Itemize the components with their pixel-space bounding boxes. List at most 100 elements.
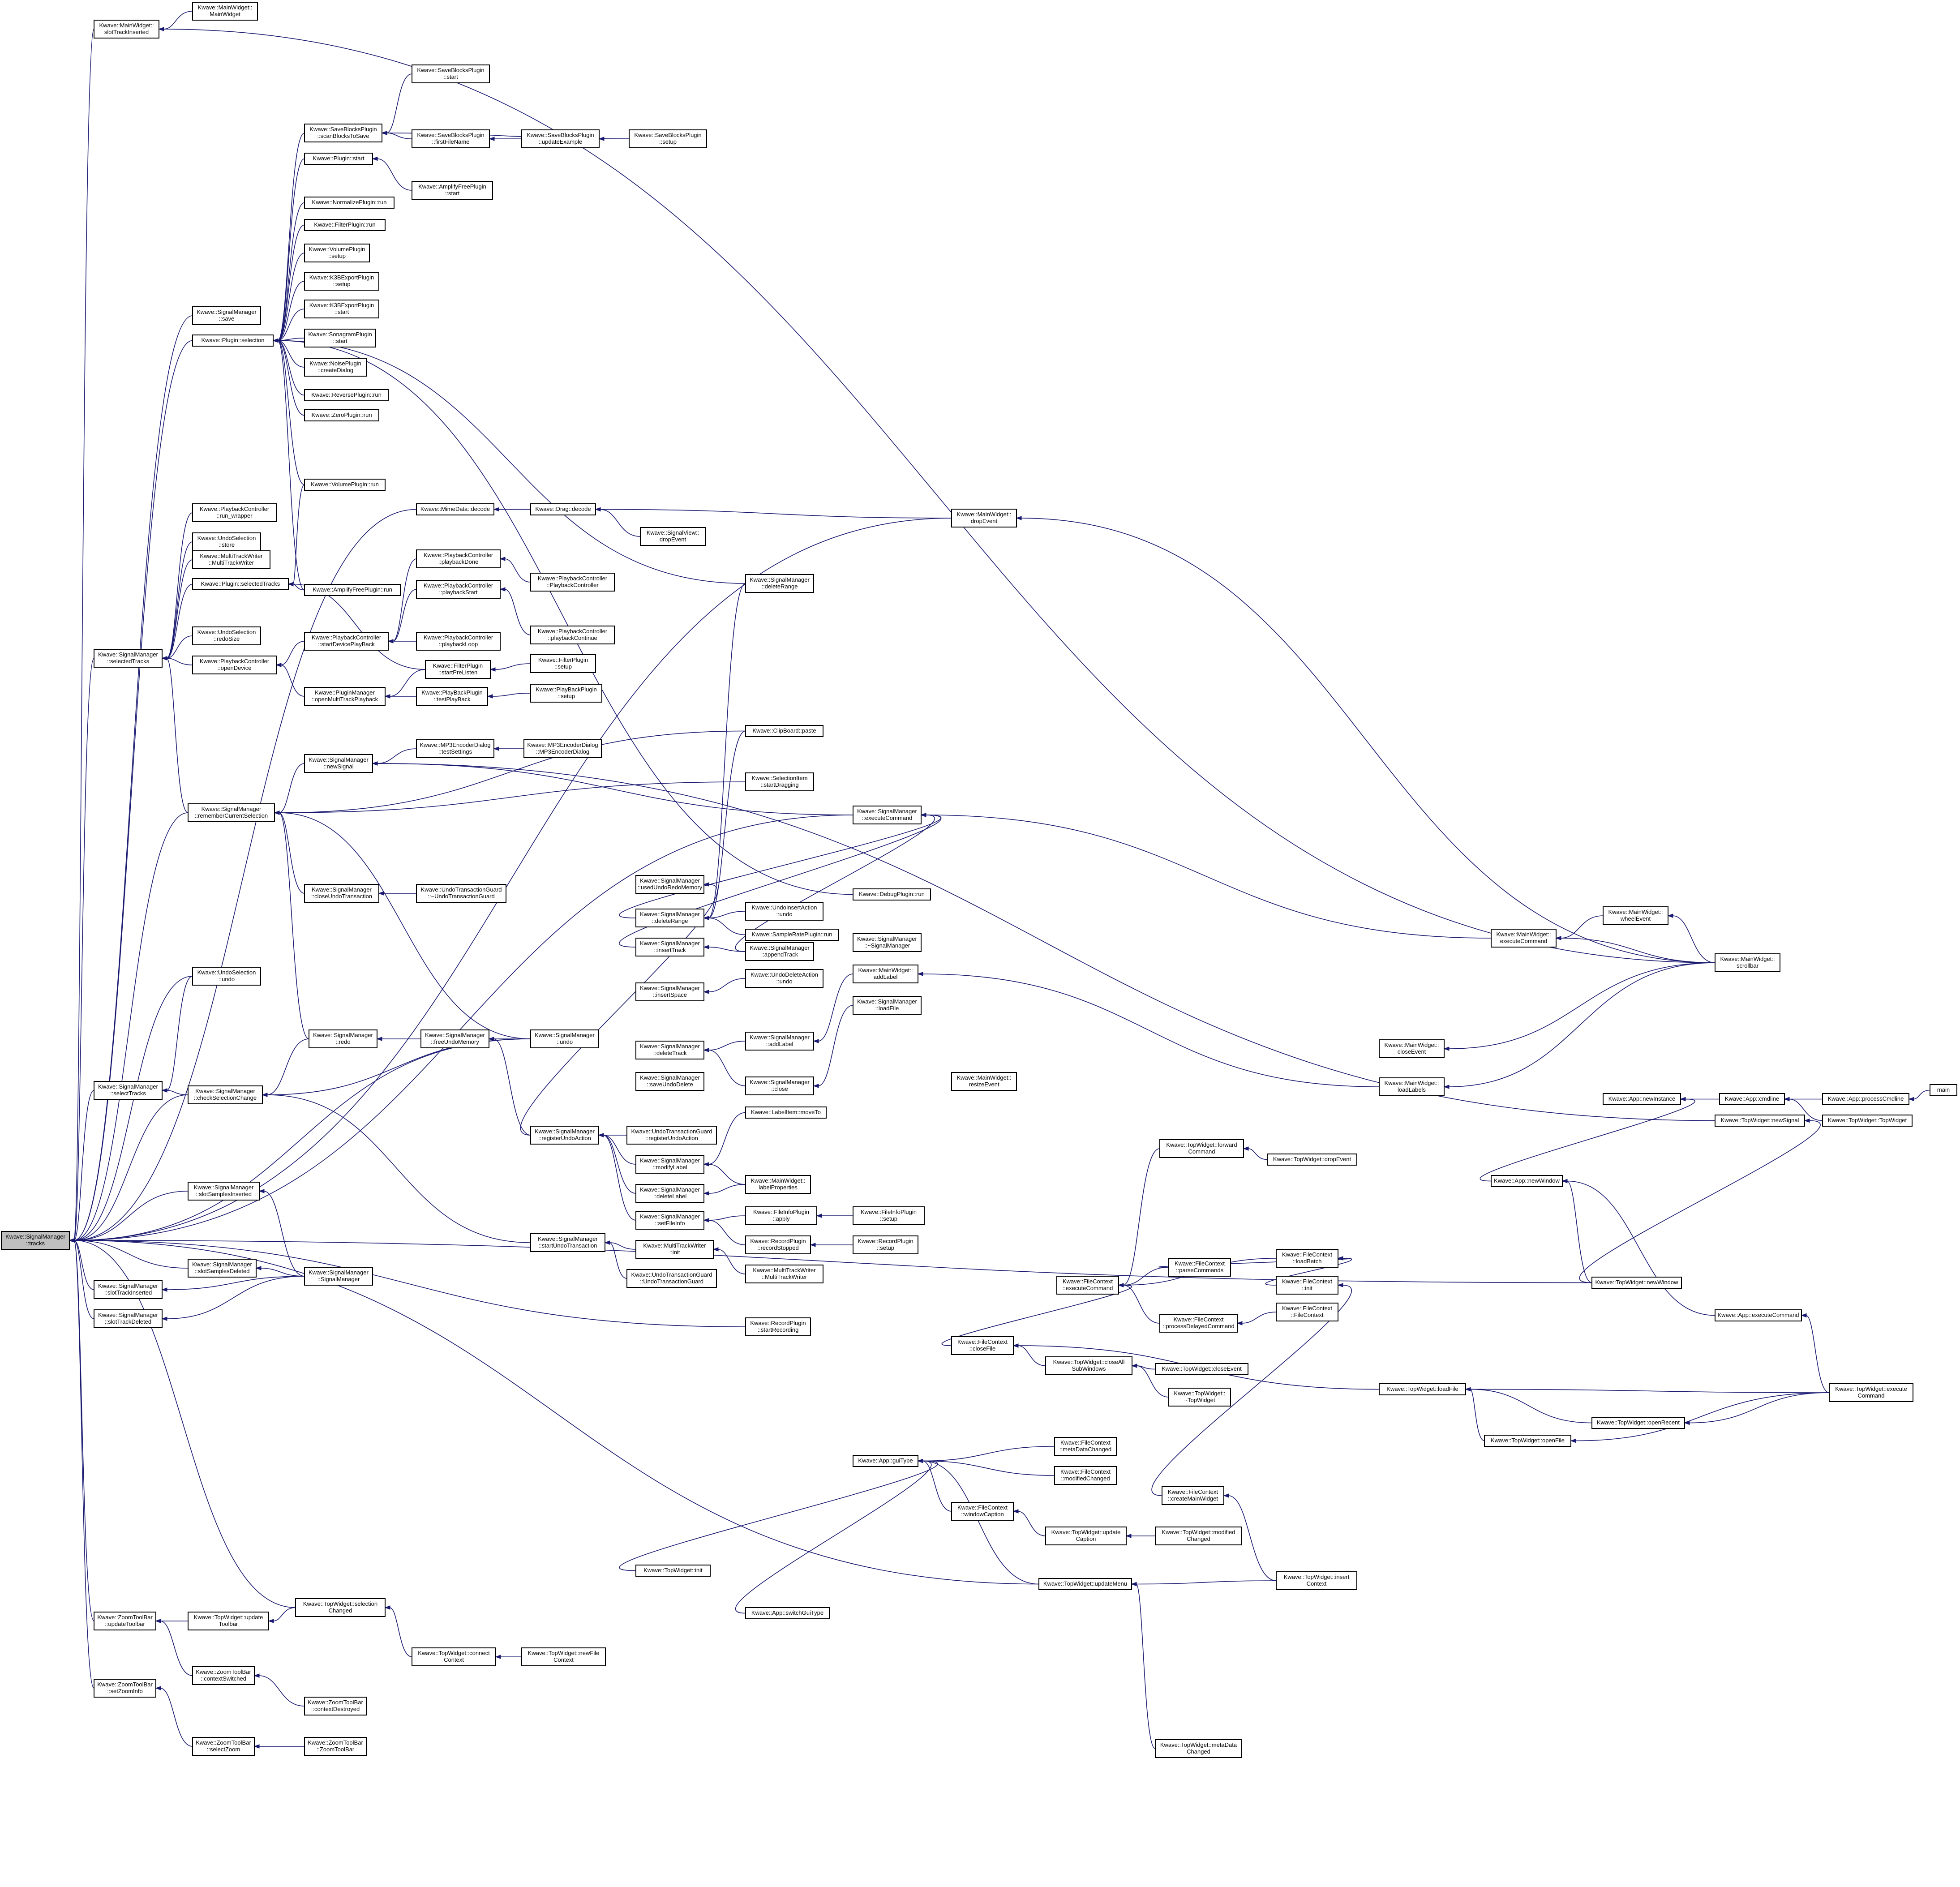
node-sm-deleteRange-top[interactable]: Kwave::SignalManager::deleteRange xyxy=(745,574,814,593)
node-pc-playbackContinue[interactable]: Kwave::PlaybackController::playbackConti… xyxy=(530,626,615,644)
node-sv-dropEvent[interactable]: Kwave::SignalView::dropEvent xyxy=(640,527,706,546)
node-tw-newSignal[interactable]: Kwave::TopWidget::newSignal xyxy=(1715,1115,1805,1127)
node-mw-resizeEvent[interactable]: Kwave::MainWidget::resizeEvent xyxy=(951,1072,1017,1091)
node-clipboard-paste[interactable]: Kwave::ClipBoard::paste xyxy=(745,725,823,737)
node-app-processCmdline[interactable]: Kwave::App::processCmdline xyxy=(1822,1093,1909,1105)
node-sm-deleteRange[interactable]: Kwave::SignalManager::deleteRange xyxy=(635,909,704,927)
node-pc-startDevicePlayBack[interactable]: Kwave::PlaybackController::startDevicePl… xyxy=(304,632,389,651)
node-mw-addLabel[interactable]: Kwave::MainWidget::addLabel xyxy=(853,965,918,983)
node-fc-windowCaption[interactable]: Kwave::FileContext::windowCaption xyxy=(951,1502,1014,1521)
node-tw-dtor[interactable]: Kwave::TopWidget::~TopWidget xyxy=(1168,1388,1231,1407)
node-tw-updateToolbar[interactable]: Kwave::TopWidget::updateToolbar xyxy=(188,1612,269,1630)
node-sm-saveUndoDelete[interactable]: Kwave::SignalManager::saveUndoDelete xyxy=(635,1072,704,1091)
node-ztb-selectZoom[interactable]: Kwave::ZoomToolBar::selectZoom xyxy=(192,1737,255,1756)
node-normalize-run[interactable]: Kwave::NormalizePlugin::run xyxy=(304,197,395,209)
node-tw-modifiedChanged[interactable]: Kwave::TopWidget::modifiedChanged xyxy=(1155,1527,1242,1545)
node-mw-labelProperties[interactable]: Kwave::MainWidget::labelProperties xyxy=(745,1175,811,1194)
node-fc-parseCommands[interactable]: Kwave::FileContext::parseCommands xyxy=(1168,1258,1231,1277)
node-ztb-contextDestroyed[interactable]: Kwave::ZoomToolBar::contextDestroyed xyxy=(304,1697,367,1715)
node-debug-run[interactable]: Kwave::DebugPlugin::run xyxy=(853,888,931,901)
node-uia-undo[interactable]: Kwave::UndoInsertAction::undo xyxy=(745,902,823,921)
node-mp3-testSettings[interactable]: Kwave::MP3EncoderDialog::testSettings xyxy=(416,739,494,758)
node-sm-deleteLabel[interactable]: Kwave::SignalManager::deleteLabel xyxy=(635,1184,704,1203)
node-tw-executeCommand[interactable]: Kwave::TopWidget::executeCommand xyxy=(1829,1383,1913,1402)
node-sm-loadFile[interactable]: Kwave::SignalManager::loadFile xyxy=(853,996,922,1015)
node-ztb-updateToolbar[interactable]: Kwave::ZoomToolBar::updateToolbar xyxy=(94,1612,156,1630)
node-tw-metaDataChanged[interactable]: Kwave::TopWidget::metaDataChanged xyxy=(1155,1739,1242,1758)
node-sm-redo[interactable]: Kwave::SignalManager::redo xyxy=(309,1029,377,1048)
node-sm-SignalManager[interactable]: Kwave::SignalManager::SignalManager xyxy=(304,1267,373,1286)
node-sm-slotTrackInserted[interactable]: Kwave::SignalManager::slotTrackInserted xyxy=(94,1280,163,1299)
node-pc-playbackLoop[interactable]: Kwave::PlaybackController::playbackLoop xyxy=(416,632,501,651)
node-rp-recordStopped[interactable]: Kwave::RecordPlugin::recordStopped xyxy=(745,1235,811,1254)
node-sm-insertTrack[interactable]: Kwave::SignalManager::insertTrack xyxy=(635,938,704,956)
node-mw-scrollbar[interactable]: Kwave::MainWidget::scrollbar xyxy=(1715,953,1780,972)
node-plugin-selection[interactable]: Kwave::Plugin::selection xyxy=(192,335,274,347)
node-pc-playbackStart[interactable]: Kwave::PlaybackController::playbackStart xyxy=(416,580,501,599)
node-rp-setup[interactable]: Kwave::RecordPlugin::setup xyxy=(853,1235,918,1254)
node-us-redoSize[interactable]: Kwave::UndoSelection::redoSize xyxy=(192,626,261,645)
node-main[interactable]: main xyxy=(1930,1084,1957,1096)
node-fp-setup[interactable]: Kwave::FilterPlugin::setup xyxy=(530,654,596,673)
node-fc-processDelayedCommand[interactable]: Kwave::FileContext::processDelayedComman… xyxy=(1159,1314,1238,1333)
node-rp-startRecording[interactable]: Kwave::RecordPlugin::startRecording xyxy=(745,1317,811,1336)
node-app-guiType[interactable]: Kwave::App::guiType xyxy=(853,1455,918,1467)
node-pbp-setup[interactable]: Kwave::PlayBackPlugin::setup xyxy=(530,684,602,703)
node-afp-run[interactable]: Kwave::AmplifyFreePlugin::run xyxy=(304,584,401,596)
node-mw-executeCommand[interactable]: Kwave::MainWidget::executeCommand xyxy=(1491,929,1557,948)
node-sm-dtor[interactable]: Kwave::SignalManager::~SignalManager xyxy=(853,933,922,952)
node-tw-TopWidget[interactable]: Kwave::TopWidget::TopWidget xyxy=(1822,1115,1913,1127)
node-mp3-MP3EncoderDialog[interactable]: Kwave::MP3EncoderDialog::MP3EncoderDialo… xyxy=(523,739,602,758)
node-sm-close[interactable]: Kwave::SignalManager::close xyxy=(745,1076,814,1095)
node-pc-PlaybackController[interactable]: Kwave::PlaybackController::PlaybackContr… xyxy=(530,573,615,592)
node-sm-save[interactable]: Kwave::SignalManager::save xyxy=(192,306,261,325)
node-sm-slotSamplesInserted[interactable]: Kwave::SignalManager::slotSamplesInserte… xyxy=(188,1182,260,1201)
node-pc-run-wrapper[interactable]: Kwave::PlaybackController::run_wrapper xyxy=(192,503,277,522)
node-mw-wheelEvent[interactable]: Kwave::MainWidget::wheelEvent xyxy=(1603,906,1668,925)
node-app-switchGuiType[interactable]: Kwave::App::switchGuiType xyxy=(745,1607,830,1619)
node-fc-modifiedChanged[interactable]: Kwave::FileContext::modifiedChanged xyxy=(1054,1466,1117,1485)
node-ztb-contextSwitched[interactable]: Kwave::ZoomToolBar::contextSwitched xyxy=(192,1666,255,1685)
node-sm-startUndoTransaction[interactable]: Kwave::SignalManager::startUndoTransacti… xyxy=(530,1233,605,1252)
node-us-undo[interactable]: Kwave::UndoSelection::undo xyxy=(192,967,261,986)
node-utg-registerUndoAction[interactable]: Kwave::UndoTransactionGuard::registerUnd… xyxy=(626,1126,717,1145)
node-k3b-setup[interactable]: Kwave::K3BExportPlugin::setup xyxy=(304,272,379,291)
node-drag-decode[interactable]: Kwave::Drag::decode xyxy=(530,503,596,515)
node-reverse-run[interactable]: Kwave::ReversePlugin::run xyxy=(304,389,389,401)
node-sm-setFileInfo[interactable]: Kwave::SignalManager::setFileInfo xyxy=(635,1211,704,1230)
node-tw-openFile[interactable]: Kwave::TopWidget::openFile xyxy=(1484,1435,1571,1447)
node-fc-init[interactable]: Kwave::FileContext::init xyxy=(1276,1276,1338,1295)
node-sm-executeCommand[interactable]: Kwave::SignalManager::executeCommand xyxy=(853,806,922,824)
node-filter-run[interactable]: Kwave::FilterPlugin::run xyxy=(304,219,386,231)
node-app-newWindow[interactable]: Kwave::App::newWindow xyxy=(1491,1175,1563,1187)
node-app-executeCommand[interactable]: Kwave::App::executeCommand xyxy=(1715,1309,1802,1321)
node-mw-slotTrackInserted[interactable]: Kwave::MainWidget::slotTrackInserted xyxy=(94,20,159,39)
node-srp-run[interactable]: Kwave::SampleRatePlugin::run xyxy=(745,929,839,941)
node-sbp-setup[interactable]: Kwave::SaveBlocksPlugin::setup xyxy=(629,129,707,148)
node-ztb-setZoomInfo[interactable]: Kwave::ZoomToolBar::setZoomInfo xyxy=(94,1679,156,1698)
node-sm-rememberCurrentSelection[interactable]: Kwave::SignalManager::rememberCurrentSel… xyxy=(188,803,275,822)
node-sm-freeUndoMemory[interactable]: Kwave::SignalManager::freeUndoMemory xyxy=(420,1029,489,1048)
node-tw-updateMenu[interactable]: Kwave::TopWidget::updateMenu xyxy=(1038,1578,1132,1590)
node-app-newInstance[interactable]: Kwave::App::newInstance xyxy=(1603,1093,1681,1105)
node-sm-deleteTrack[interactable]: Kwave::SignalManager::deleteTrack xyxy=(635,1041,704,1059)
node-plugin-selectedTracks[interactable]: Kwave::Plugin::selectedTracks xyxy=(192,578,289,590)
node-sonagram-start[interactable]: Kwave::SonagramPlugin::start xyxy=(304,329,376,347)
node-sbp-start[interactable]: Kwave::SaveBlocksPlugin::start xyxy=(412,64,490,83)
node-sm-insertSpace[interactable]: Kwave::SignalManager::insertSpace xyxy=(635,982,704,1001)
node-fc-loadBatch[interactable]: Kwave::FileContext::loadBatch xyxy=(1276,1249,1338,1268)
node-volume-setup[interactable]: Kwave::VolumePlugin::setup xyxy=(304,244,370,262)
node-sm-checkSelectionChange[interactable]: Kwave::SignalManager::checkSelectionChan… xyxy=(188,1085,263,1104)
node-tw-openRecent[interactable]: Kwave::TopWidget::openRecent xyxy=(1591,1417,1685,1429)
node-sm-addLabel[interactable]: Kwave::SignalManager::addLabel xyxy=(745,1032,814,1051)
node-k3b-start[interactable]: Kwave::K3BExportPlugin::start xyxy=(304,300,379,318)
node-fp-startPreListen[interactable]: Kwave::FilterPlugin::startPreListen xyxy=(425,660,491,679)
node-sm-closeUndoTransaction[interactable]: Kwave::SignalManager::closeUndoTransacti… xyxy=(304,884,379,903)
node-uda-undo[interactable]: Kwave::UndoDeleteAction::undo xyxy=(745,969,823,988)
node-pbp-testPlayBack[interactable]: Kwave::PlayBackPlugin::testPlayBack xyxy=(416,687,488,706)
node-pm-openMultiTrackPlayback[interactable]: Kwave::PluginManager::openMultiTrackPlay… xyxy=(304,687,386,706)
